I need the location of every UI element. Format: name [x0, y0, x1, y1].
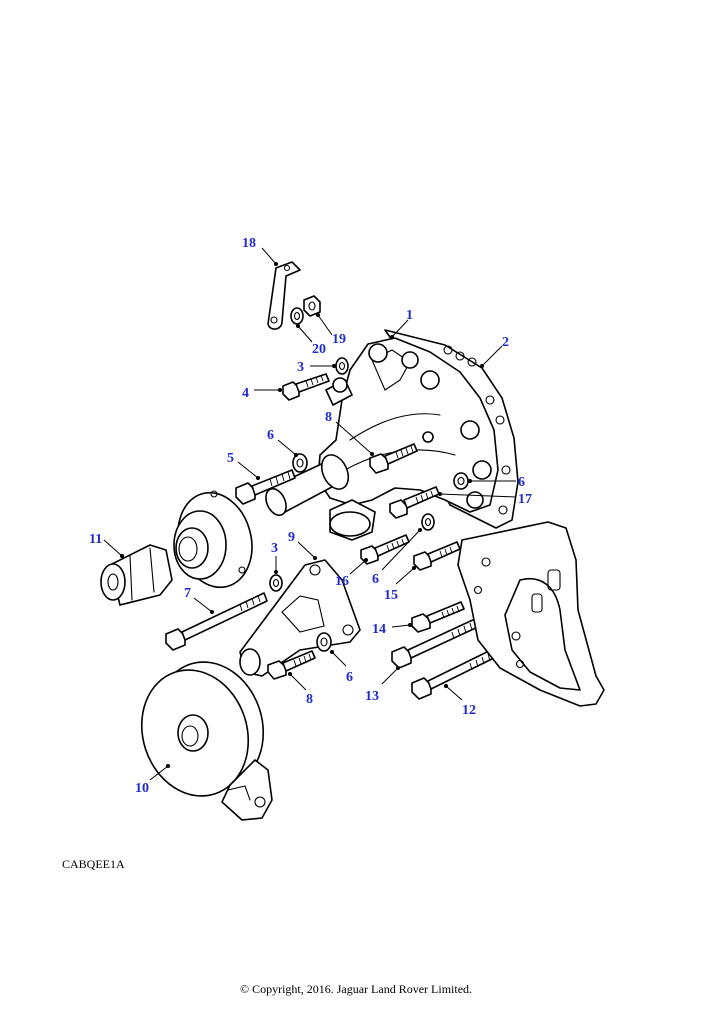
idler-bracket-part-9 [239, 559, 361, 677]
bolt-part-17 [389, 486, 440, 519]
washer-part-6-lower [316, 632, 332, 652]
callout-6-center: 6 [372, 528, 422, 587]
bolt-part-8-lower [267, 650, 316, 680]
svg-text:10: 10 [135, 781, 149, 796]
water-pump-housing-part-1 [265, 337, 499, 541]
svg-text:16: 16 [335, 574, 349, 589]
callout-6-left: 6 [267, 428, 298, 457]
svg-text:2: 2 [502, 335, 509, 350]
callout-3-lower: 3 [271, 541, 278, 574]
svg-text:6: 6 [518, 475, 525, 490]
callout-17: 17 [438, 492, 532, 507]
bolt-part-4 [282, 373, 330, 401]
washer-part-6-center [421, 513, 435, 531]
bolt-part-12 [411, 647, 499, 700]
callout-13: 13 [365, 666, 400, 704]
callout-8-lower: 8 [288, 672, 313, 707]
svg-text:18: 18 [242, 236, 256, 251]
bolt-part-5 [235, 469, 296, 505]
callout-2: 2 [480, 335, 509, 368]
svg-text:6: 6 [372, 572, 379, 587]
svg-text:20: 20 [312, 342, 326, 357]
svg-text:3: 3 [271, 541, 278, 556]
callout-3-upper: 3 [297, 360, 336, 375]
washer-part-6-right [453, 472, 469, 490]
callout-8-upper: 8 [325, 410, 374, 456]
svg-text:13: 13 [365, 689, 379, 704]
svg-text:1: 1 [406, 308, 413, 323]
callout-11: 11 [89, 532, 124, 558]
copyright-notice: © Copyright, 2016. Jaguar Land Rover Lim… [239, 982, 473, 996]
callout-19: 19 [316, 313, 346, 347]
callout-9: 9 [288, 530, 317, 560]
svg-text:8: 8 [306, 692, 313, 707]
callout-6-lower: 6 [330, 650, 353, 685]
washer-part-6-left [292, 453, 308, 473]
callout-4: 4 [242, 386, 282, 401]
svg-text:3: 3 [297, 360, 304, 375]
callout-18: 18 [242, 236, 278, 266]
callout-16: 16 [335, 558, 368, 589]
bolt-part-8-upper [369, 443, 418, 474]
hub-flange [173, 490, 253, 589]
adapter-part-11 [100, 544, 173, 606]
svg-text:9: 9 [288, 530, 295, 545]
svg-text:8: 8 [325, 410, 332, 425]
bolt-part-14 [411, 601, 465, 633]
callout-5: 5 [227, 451, 260, 480]
callout-7: 7 [184, 586, 214, 614]
washer-part-20 [290, 307, 304, 325]
callout-12: 12 [444, 684, 476, 718]
svg-text:17: 17 [518, 492, 532, 507]
callout-1: 1 [390, 308, 413, 339]
mounting-bracket [457, 521, 605, 707]
bolt-part-15 [413, 541, 461, 571]
svg-text:11: 11 [89, 532, 102, 547]
svg-text:14: 14 [372, 622, 386, 637]
bolt-part-7 [165, 592, 268, 651]
svg-text:6: 6 [346, 670, 353, 685]
svg-text:7: 7 [184, 586, 191, 601]
washer-part-3-upper [335, 357, 349, 375]
svg-text:19: 19 [332, 332, 346, 347]
svg-text:12: 12 [462, 703, 476, 718]
bracket-part-18 [267, 261, 301, 330]
diagram-reference-code: CABQEE1A [62, 857, 125, 871]
callout-14: 14 [372, 622, 412, 637]
washer-part-3-lower [269, 574, 283, 592]
nut-part-19 [303, 295, 321, 317]
svg-text:6: 6 [267, 428, 274, 443]
svg-text:4: 4 [242, 386, 249, 401]
callout-6-right: 6 [468, 475, 525, 490]
callout-15: 15 [384, 566, 416, 603]
callout-20: 20 [296, 324, 326, 357]
callout-10: 10 [135, 764, 170, 796]
svg-text:5: 5 [227, 451, 234, 466]
svg-text:15: 15 [384, 588, 398, 603]
